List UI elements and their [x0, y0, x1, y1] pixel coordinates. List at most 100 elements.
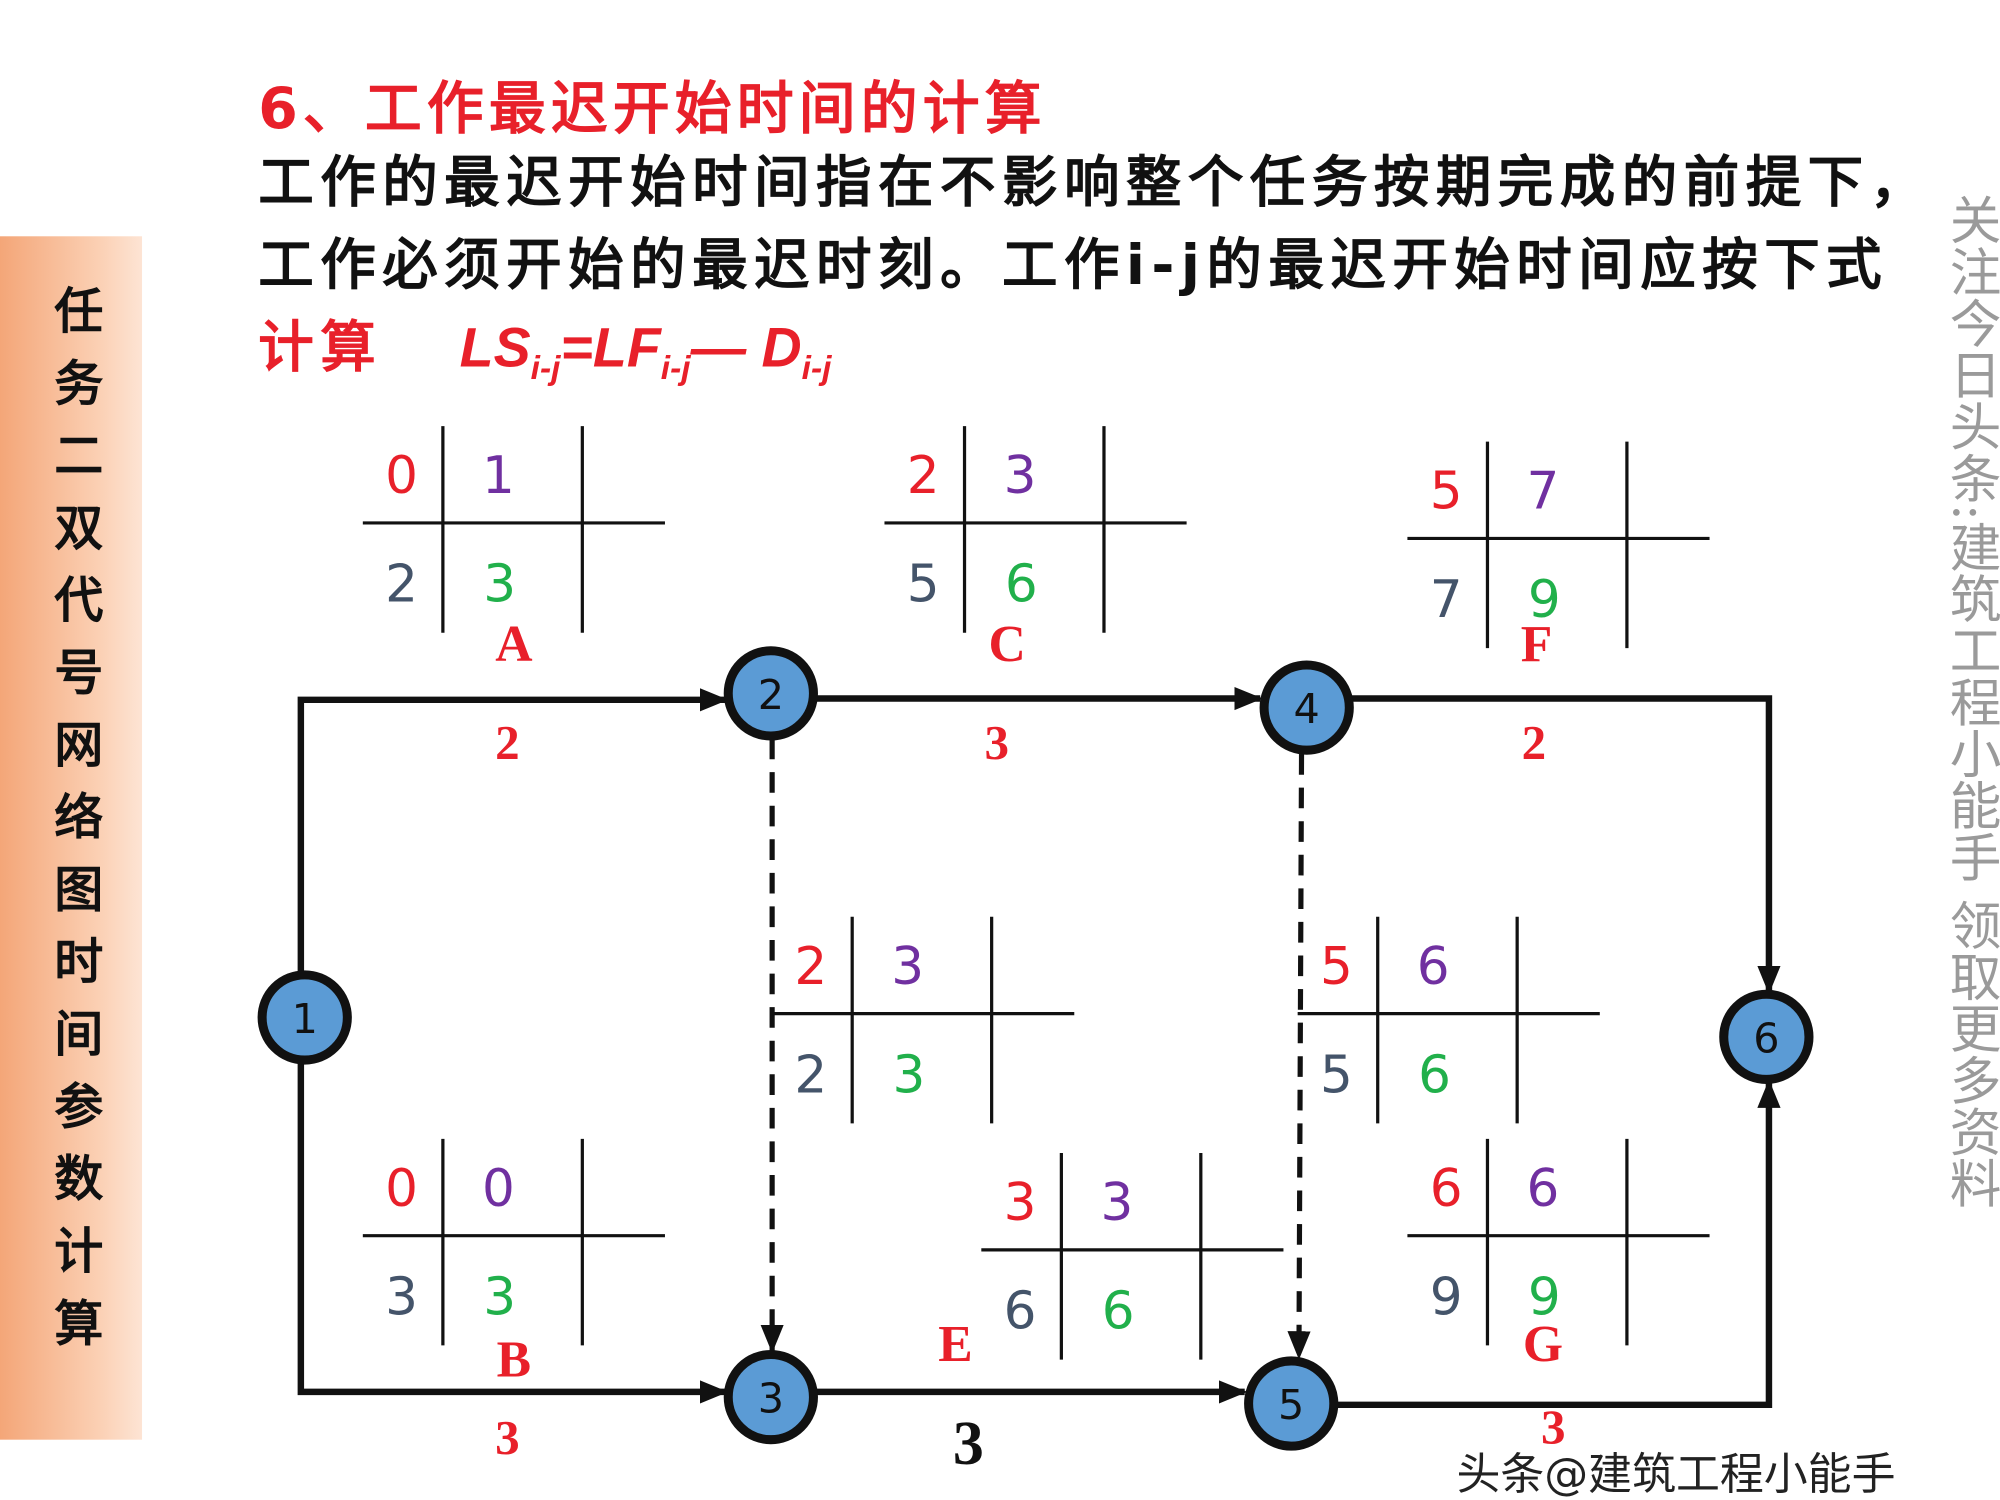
value-lf: 3	[483, 555, 516, 615]
value-es: 0	[385, 446, 418, 506]
time-parameter-table: 2 3 2 3	[772, 916, 1075, 1124]
formula-d: D	[761, 317, 802, 380]
node-4: 4	[1259, 660, 1354, 755]
value-ls: 2	[794, 1045, 827, 1105]
value-ef: 3	[1100, 1173, 1133, 1233]
value-ls: 3	[385, 1267, 418, 1327]
node-label: 6	[1753, 1014, 1779, 1062]
value-ef: 7	[1527, 462, 1560, 522]
time-parameter-table: 5 6 5 6	[1297, 916, 1600, 1124]
value-es: 6	[1430, 1159, 1463, 1219]
node-5: 5	[1244, 1356, 1339, 1451]
value-lf: 3	[483, 1267, 516, 1327]
formula-sub: i-j	[660, 348, 691, 387]
value-es: 3	[1004, 1173, 1037, 1233]
node-label: 4	[1294, 685, 1320, 733]
value-ef: 6	[1527, 1159, 1560, 1219]
activity-arrow	[1350, 695, 1781, 995]
node-circle	[1244, 1356, 1339, 1451]
time-parameter-table: 3 3 6 6	[981, 1153, 1284, 1360]
node-label: 3	[758, 1375, 784, 1423]
activity-G: G 3 6 6 9 9	[1336, 1079, 1781, 1455]
value-lf: 6	[1418, 1045, 1451, 1105]
value-ef: 0	[482, 1159, 515, 1219]
body-text: 工作的最迟开始时间指在不影响整个任务按期完成的前提下，工作必须开始的最迟时刻。工…	[258, 142, 1937, 409]
time-parameter-table: 5 7 7 9	[1407, 441, 1710, 649]
watermark: 关注今日头条:建筑工程小能手 领取更多资料	[1940, 193, 2000, 1209]
activity-label: B	[497, 1331, 531, 1388]
value-ls: 5	[907, 555, 940, 615]
formula-sub: i-j	[530, 348, 561, 387]
node-6: 6	[1719, 989, 1814, 1084]
activity-duration: 2	[495, 715, 520, 770]
value-es: 5	[1320, 937, 1353, 997]
value-es: 5	[1430, 462, 1463, 522]
activity-A: A 2 0 1 2 3	[297, 426, 729, 982]
node-1: 1	[257, 970, 352, 1065]
activity-arrow	[297, 688, 729, 982]
time-parameter-table: 6 6 9 9	[1407, 1138, 1710, 1346]
node-circle	[257, 970, 352, 1065]
value-ef: 3	[891, 937, 924, 997]
dummy-arrow	[1287, 754, 1311, 1360]
activity-label: G	[1523, 1316, 1563, 1373]
time-parameter-table: 2 3 5 6	[884, 426, 1187, 633]
node-label: 1	[292, 995, 318, 1043]
node-circle	[723, 646, 818, 741]
time-parameter-table: 0 0 3 3	[362, 1138, 665, 1346]
value-ls: 9	[1430, 1267, 1463, 1327]
activity-duration: 3	[1541, 1400, 1566, 1455]
activity-duration: 3	[953, 1410, 984, 1478]
value-es: 0	[385, 1159, 418, 1219]
node-2: 2	[723, 646, 818, 741]
value-ls: 6	[1004, 1282, 1037, 1342]
activity-E: E 3 3 3 6 6	[816, 1153, 1284, 1478]
activity-label: A	[495, 616, 532, 673]
activity-duration: 3	[495, 1410, 520, 1465]
activity-label: C	[988, 616, 1025, 673]
activity-duration: 3	[985, 715, 1010, 770]
value-es: 2	[907, 446, 940, 506]
value-lf: 9	[1528, 1267, 1561, 1327]
body-red-word: 计算	[258, 316, 383, 381]
value-ef: 3	[1004, 446, 1037, 506]
activity-dummy-2-3: 2 3 2 3	[760, 738, 1075, 1354]
value-ls: 7	[1430, 570, 1463, 630]
activity-F: F 2 5 7 7 9	[1350, 441, 1781, 995]
value-ef: 1	[482, 446, 515, 506]
value-es: 2	[794, 937, 827, 997]
value-lf: 3	[893, 1045, 926, 1105]
activity-label: F	[1521, 616, 1553, 673]
activity-C: C 3 2 3 5 6	[816, 426, 1263, 770]
formula-ls: LS	[459, 317, 531, 380]
value-lf: 6	[1005, 555, 1038, 615]
section-sidebar: 任务二 双代号网络图时间参数计算	[0, 236, 143, 1440]
value-lf: 9	[1528, 570, 1561, 630]
node-circle	[1259, 660, 1354, 755]
value-ls: 2	[385, 555, 418, 615]
activity-arrow	[297, 1058, 729, 1404]
activity-dummy-4-5: 5 6 5 6	[1287, 754, 1600, 1360]
formula-lf: LF	[592, 317, 661, 380]
formula-minus: —	[690, 317, 747, 380]
body-paragraph: 工作的最迟开始时间指在不影响整个任务按期完成的前提下，工作必须开始的最迟时刻。工…	[258, 151, 1932, 299]
sidebar-text: 任务二 双代号网络图时间参数计算	[54, 282, 104, 1352]
activity-duration: 2	[1522, 715, 1547, 770]
node-circle	[1719, 989, 1814, 1084]
node-label: 5	[1278, 1381, 1304, 1429]
time-parameter-table: 0 1 2 3	[362, 426, 665, 633]
credit-text: 头条@建筑工程小能手	[1456, 1448, 1896, 1500]
node-3: 3	[723, 1349, 818, 1445]
value-ls: 5	[1320, 1045, 1353, 1105]
formula: LSi-j=LFi-j— Di-j	[459, 317, 832, 387]
formula-sub: i-j	[801, 348, 832, 387]
value-lf: 6	[1102, 1282, 1135, 1342]
activity-label: E	[938, 1316, 972, 1373]
node-label: 2	[758, 671, 784, 719]
formula-eq: =	[560, 317, 593, 380]
activity-arrow	[1336, 1079, 1781, 1409]
value-ef: 6	[1417, 937, 1450, 997]
